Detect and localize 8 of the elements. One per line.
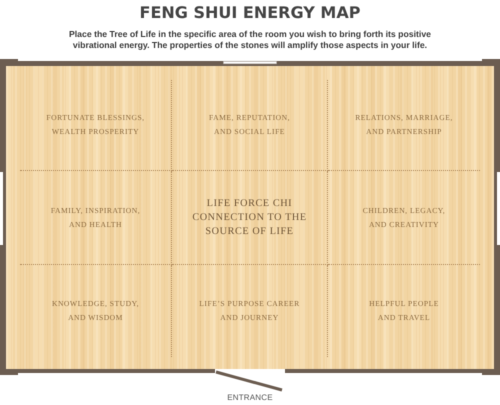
floor-zone — [172, 80, 328, 171]
floor-zone — [172, 171, 328, 265]
zone-label: LIFE FORCE CHI CONNECTION TO THE SOURCE OF LIFE — [191, 196, 308, 238]
page-title: FENG SHUI ENERGY MAP — [140, 3, 360, 22]
floor-zone — [20, 171, 172, 265]
entrance-label: ENTRANCE — [227, 393, 273, 402]
intro-text: Place the Tree of Life in the specific area of the room you wish to bring forth its positive vibrational energy. The properties of the stones will amplify those aspects in your life. — [68, 29, 432, 50]
floor-zone — [20, 80, 172, 171]
